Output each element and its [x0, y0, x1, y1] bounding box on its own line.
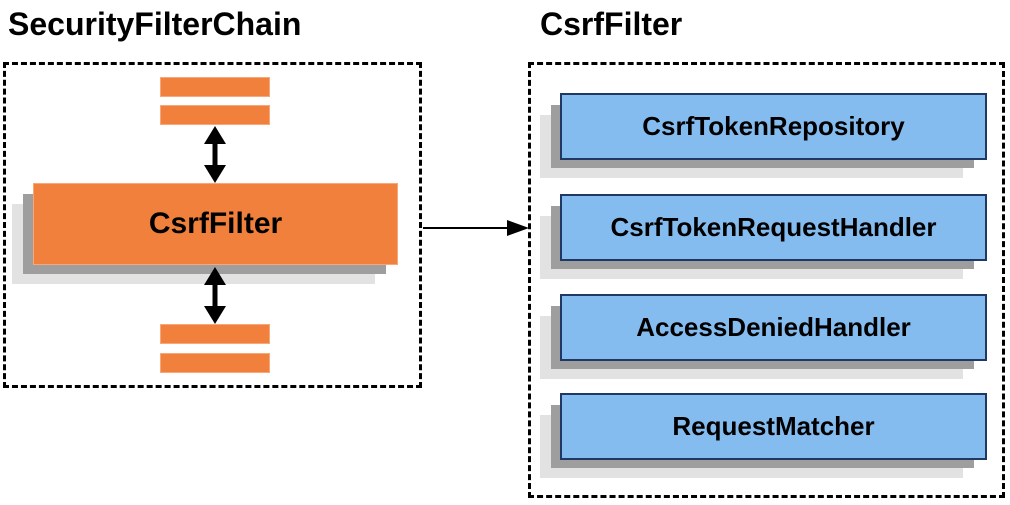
vertical-double-arrow-icon	[204, 267, 226, 324]
filter-bar	[160, 105, 270, 125]
component-label: AccessDeniedHandler	[636, 312, 911, 342]
component-box-access-denied-handler: AccessDeniedHandler	[540, 294, 987, 379]
vertical-double-arrow-icon	[204, 126, 226, 183]
component-box-request-matcher: RequestMatcher	[540, 393, 987, 478]
component-label: RequestMatcher	[672, 411, 875, 441]
csrf-filter-title: CsrfFilter	[540, 6, 683, 42]
component-label: CsrfTokenRequestHandler	[610, 212, 937, 242]
component-label: CsrfTokenRepository	[642, 111, 905, 141]
right-arrow-icon	[423, 220, 529, 236]
csrf-filter-container	[528, 62, 1005, 498]
filter-bar	[160, 324, 270, 344]
csrf-filter-node: CsrfFilter	[12, 183, 398, 284]
component-box-csrf-token-request-handler: CsrfTokenRequestHandler	[540, 194, 987, 279]
security-filter-chain-title: SecurityFilterChain	[8, 6, 302, 42]
csrf-filter-node-label: CsrfFilter	[148, 207, 283, 240]
component-box-csrf-token-repository: CsrfTokenRepository	[540, 93, 987, 178]
filter-bar	[160, 77, 270, 97]
security-filter-chain-container	[3, 62, 422, 388]
filter-bar	[160, 353, 270, 373]
